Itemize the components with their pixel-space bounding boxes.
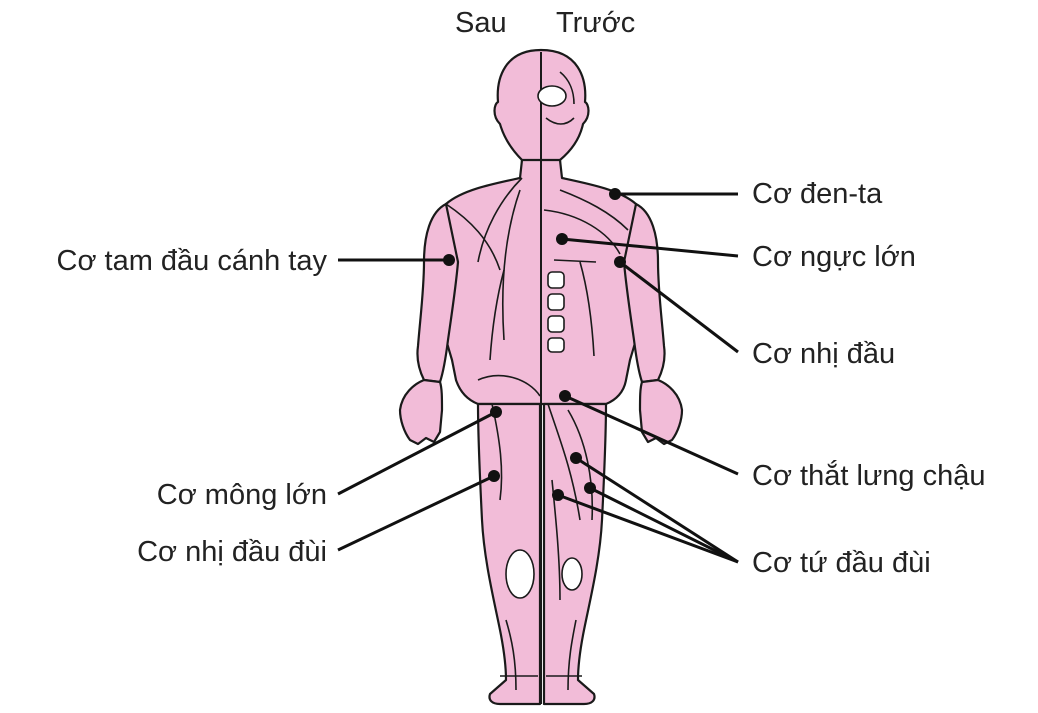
line-quad-2: [590, 488, 738, 562]
label-gluteus: Cơ mông lớn: [157, 479, 327, 511]
dot-gluteus: [490, 406, 502, 418]
dot-quad-2: [584, 482, 596, 494]
dot-quad-3: [552, 489, 564, 501]
left-leg: [478, 404, 540, 704]
dot-hamstring: [488, 470, 500, 482]
dot-deltoid: [609, 188, 621, 200]
label-quadriceps: Cơ tứ đầu đùi: [752, 547, 931, 579]
label-hamstring: Cơ nhị đầu đùi: [137, 536, 327, 568]
dot-iliopsoas: [559, 390, 571, 402]
right-leg: [544, 404, 606, 704]
right-hand: [640, 380, 682, 444]
dot-pectoral: [556, 233, 568, 245]
label-pectoral: Cơ ngực lớn: [752, 241, 916, 273]
label-iliopsoas: Cơ thắt lưng chậu: [752, 459, 986, 492]
dot-quad-1: [570, 452, 582, 464]
label-triceps: Cơ tam đầu cánh tay: [57, 245, 328, 277]
line-hamstring: [338, 476, 494, 550]
label-biceps: Cơ nhị đầu: [752, 338, 895, 370]
front-view-label: Trước: [556, 7, 635, 39]
label-deltoid: Cơ đen-ta: [752, 178, 883, 210]
back-view-label: Sau: [455, 7, 507, 39]
dot-triceps: [443, 254, 455, 266]
dot-biceps: [614, 256, 626, 268]
left-hand: [400, 380, 442, 444]
